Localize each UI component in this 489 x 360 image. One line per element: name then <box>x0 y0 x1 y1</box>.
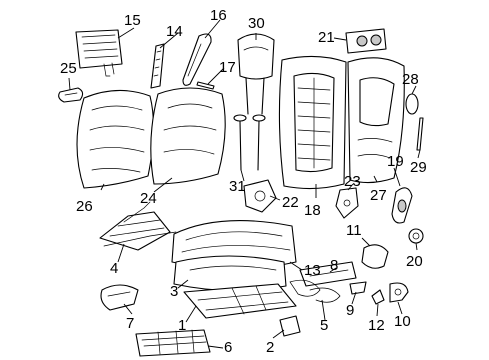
part-26-backrest-cover <box>76 89 155 189</box>
part-17-pin <box>196 81 215 90</box>
callout-15: 15 <box>124 12 141 29</box>
callout-1: 1 <box>178 317 186 334</box>
part-12-bolt <box>371 289 385 305</box>
part-28-ring <box>405 93 419 115</box>
part-14-bracket <box>150 43 165 89</box>
callout-9: 9 <box>346 302 354 319</box>
callout-21: 21 <box>318 29 335 46</box>
callout-23: 23 <box>344 173 361 190</box>
part-15-backrest-panel <box>75 29 123 77</box>
callout-5: 5 <box>320 317 328 334</box>
part-16-side-trim <box>182 33 212 86</box>
part-25-clip <box>58 87 84 103</box>
part-18-backrest-frame <box>278 55 347 190</box>
part-27-backrest-shell <box>347 57 405 184</box>
callout-17: 17 <box>219 59 236 76</box>
part-7-side-cover <box>100 284 139 311</box>
callout-28: 28 <box>402 71 419 88</box>
callout-25: 25 <box>60 60 77 77</box>
callout-13: 13 <box>304 262 321 279</box>
callout-12: 12 <box>368 317 385 334</box>
part-22-recliner-bracket <box>243 179 277 213</box>
callout-24: 24 <box>140 190 157 207</box>
part-1-seat-pan <box>183 283 297 319</box>
callout-16: 16 <box>210 7 227 24</box>
part-10-switch <box>389 282 409 303</box>
callout-7: 7 <box>126 315 134 332</box>
part-2-small-cover <box>279 315 301 337</box>
callout-14: 14 <box>166 23 183 40</box>
part-23-bracket <box>335 187 359 219</box>
part-20-cap <box>408 228 424 244</box>
callout-3: 3 <box>170 283 178 300</box>
callout-29: 29 <box>410 159 427 176</box>
callout-6: 6 <box>224 339 232 356</box>
part-4-seat-frame <box>99 201 177 251</box>
callout-30: 30 <box>248 15 265 32</box>
callout-10: 10 <box>394 313 411 330</box>
part-3-seat-pad <box>173 255 287 292</box>
callout-22: 22 <box>282 194 299 211</box>
part-6-lower-mat <box>135 329 211 357</box>
callout-4: 4 <box>110 260 118 277</box>
leader-lines <box>68 19 421 349</box>
callout-18: 18 <box>304 202 321 219</box>
callout-8: 8 <box>330 257 338 274</box>
callout-20: 20 <box>406 253 423 270</box>
part-30-headrest <box>237 33 275 115</box>
part-31-guides <box>233 114 266 171</box>
callout-31: 31 <box>229 178 246 195</box>
part-5-wiring-harness <box>289 279 341 303</box>
part-24-backrest-cushion <box>150 87 226 185</box>
callout-26: 26 <box>76 198 93 215</box>
part-19-lever <box>391 187 413 224</box>
callout-labels: 15 14 16 30 21 25 17 28 29 19 31 23 27 2… <box>60 7 427 356</box>
callout-11: 11 <box>346 222 362 239</box>
part-29-rod <box>416 117 424 151</box>
part-21-switch <box>345 28 387 54</box>
part-11-motor <box>361 244 389 269</box>
callout-19: 19 <box>387 153 404 170</box>
callout-27: 27 <box>370 187 387 204</box>
part-9-sensor <box>349 281 367 295</box>
callout-2: 2 <box>266 339 274 356</box>
